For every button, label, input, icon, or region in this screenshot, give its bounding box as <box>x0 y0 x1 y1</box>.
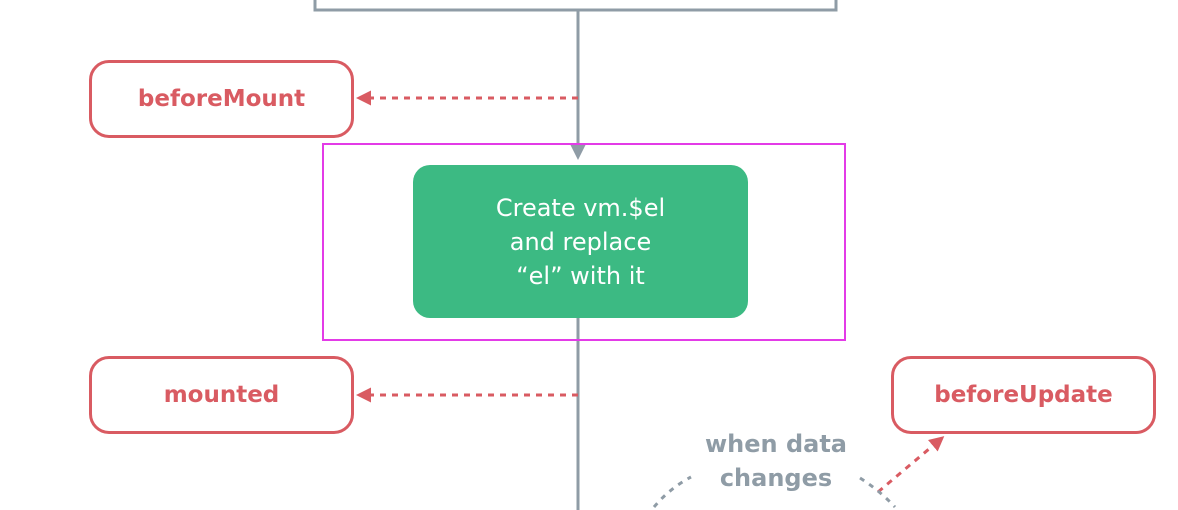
before-mount-label: beforeMount <box>137 86 306 112</box>
create-element-step: Create vm.$el and replace “el” with it <box>413 165 748 318</box>
update-loop-left <box>652 475 692 508</box>
data-change-line-1: when data <box>704 430 848 458</box>
create-element-line-2: and replace <box>509 227 652 256</box>
before-mount-hook: beforeMount <box>89 60 354 138</box>
update-loop-right <box>859 476 897 509</box>
before-update-connector <box>877 436 945 494</box>
before-update-hook: beforeUpdate <box>891 356 1156 434</box>
selected-step-highlight <box>322 143 846 341</box>
mounted-hook: mounted <box>89 356 354 434</box>
data-change-line-2: changes <box>719 464 833 492</box>
data-change-event-label: when data changes <box>676 427 876 495</box>
create-element-line-1: Create vm.$el <box>495 193 666 222</box>
mounted-label: mounted <box>163 382 280 408</box>
before-update-label: beforeUpdate <box>934 382 1113 408</box>
create-element-line-3: “el” with it <box>516 261 645 290</box>
previous-step-box-edge <box>313 0 838 12</box>
